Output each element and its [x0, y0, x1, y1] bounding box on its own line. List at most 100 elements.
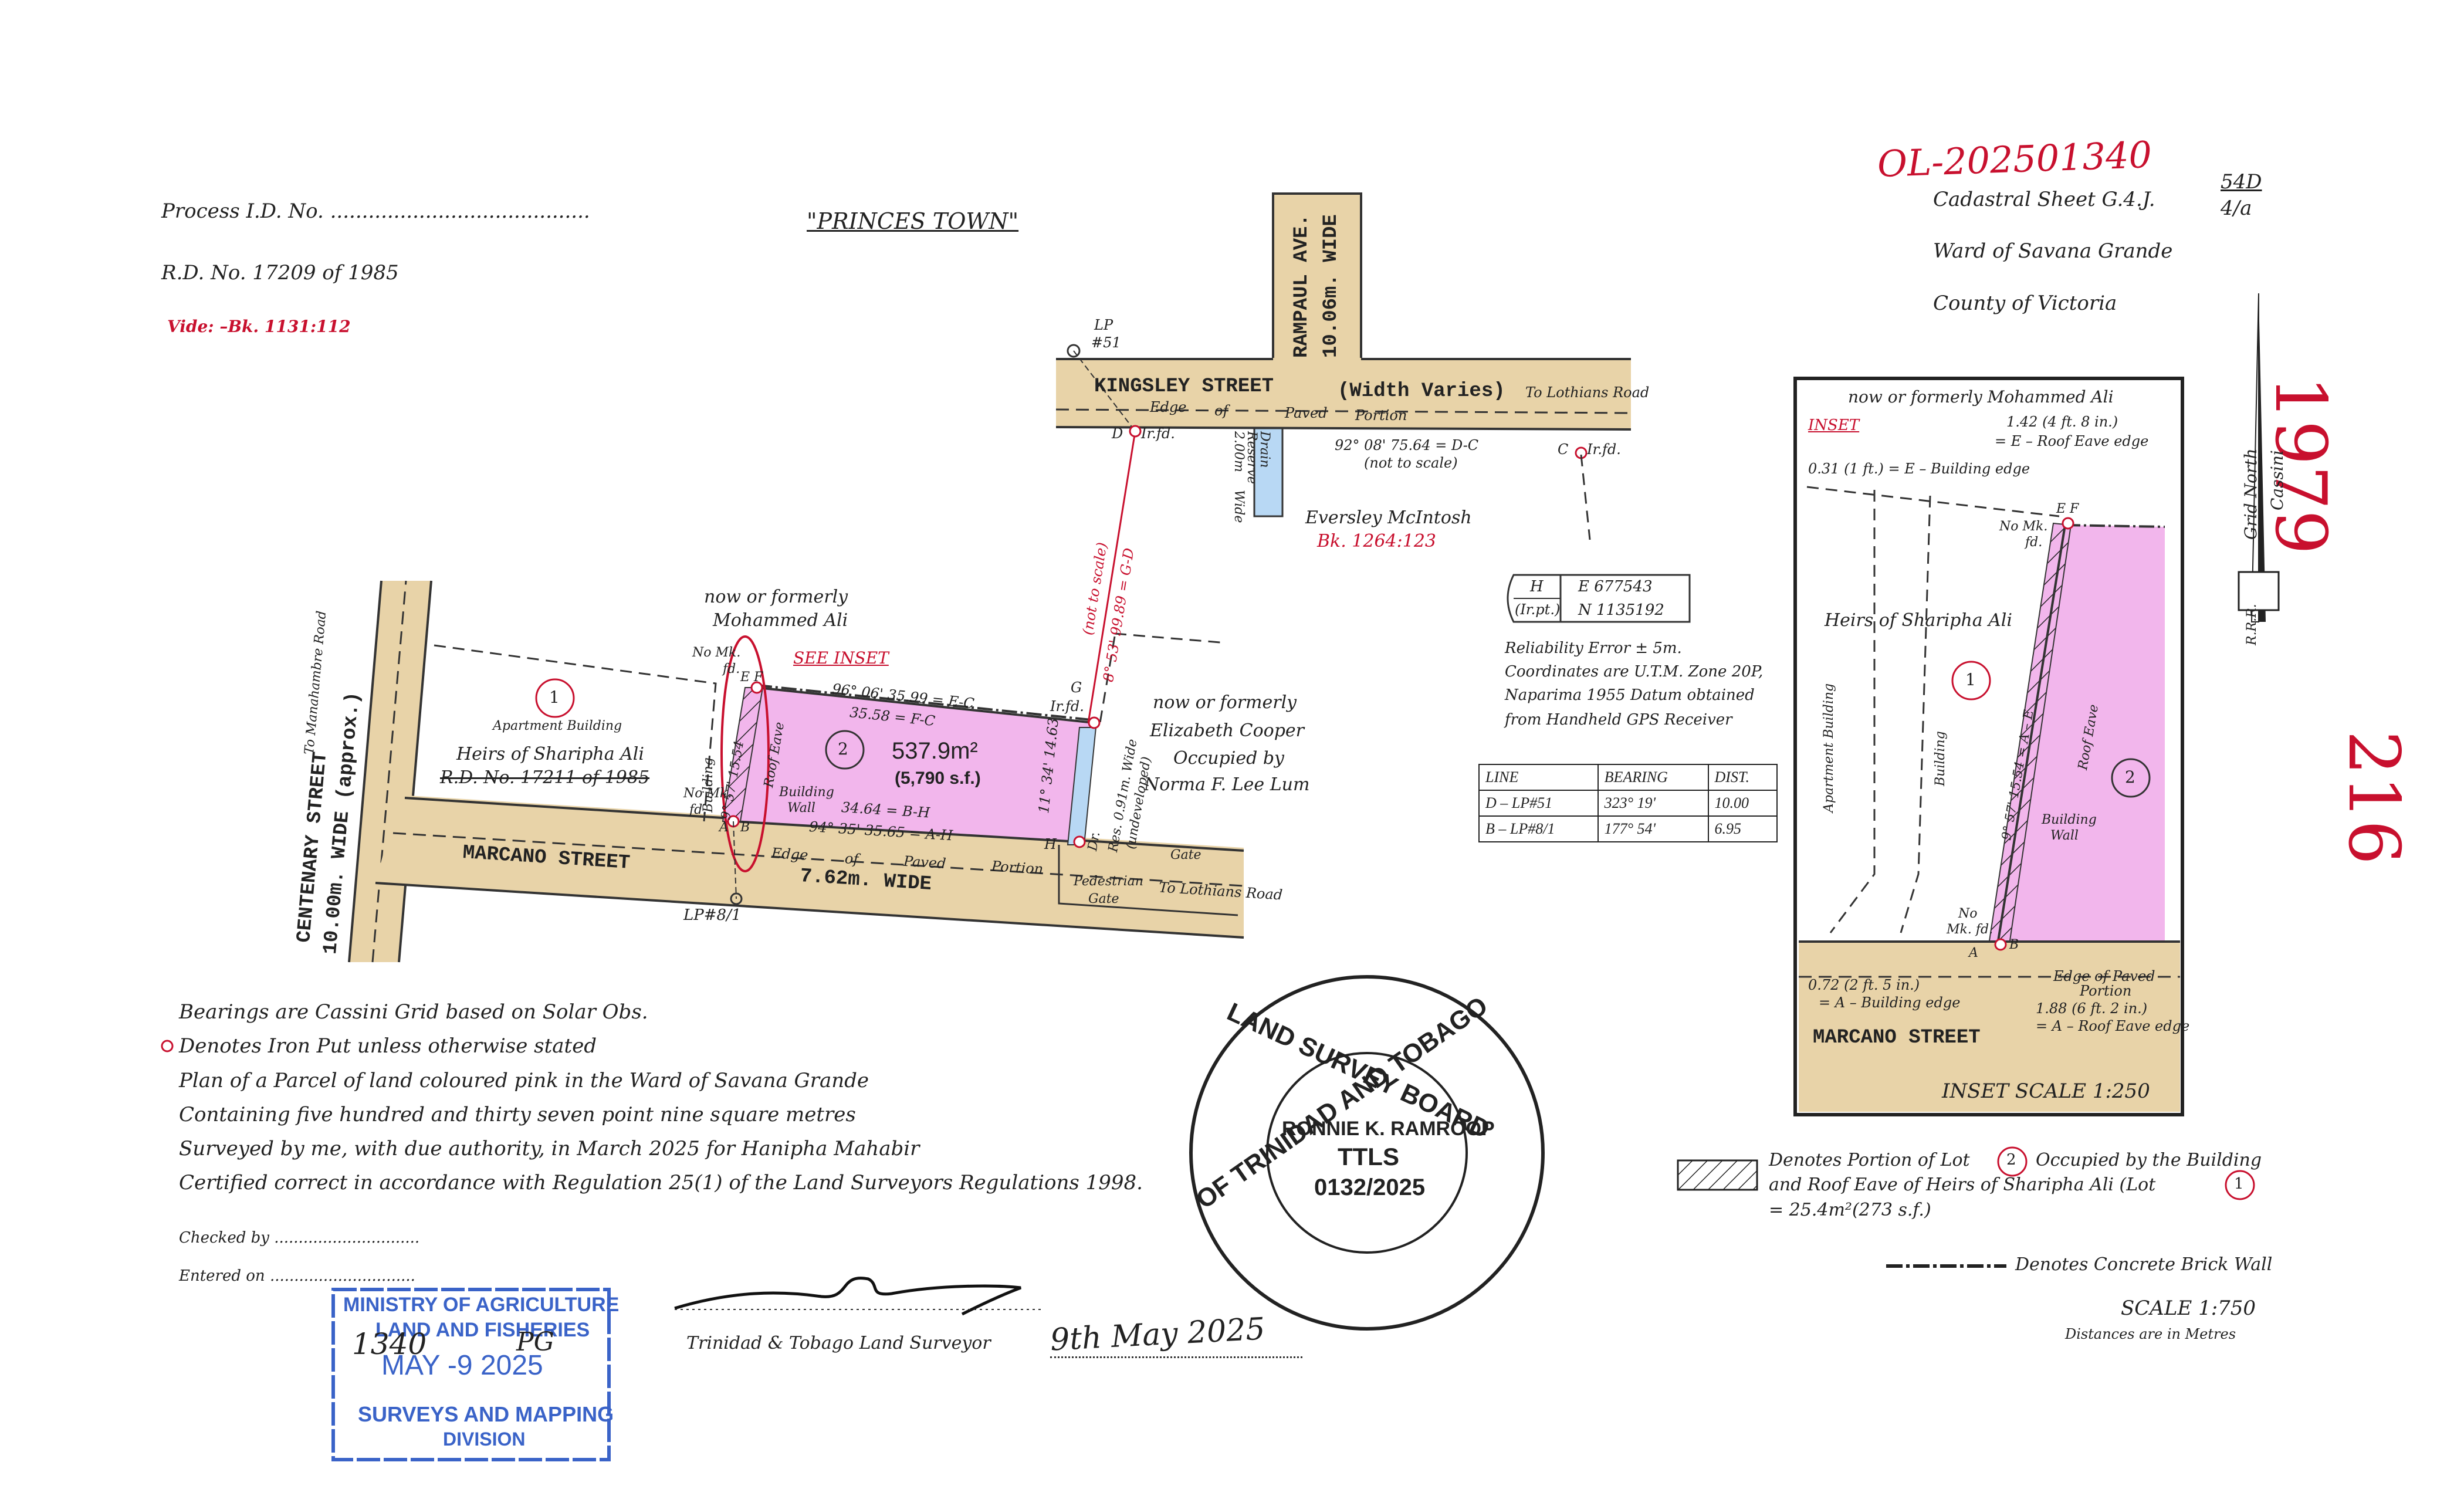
lp51-number: #51	[1091, 334, 1121, 351]
marcano-edge-1: Edge	[771, 845, 809, 864]
note-iron-put: Denotes Iron Put unless otherwise stated	[179, 1034, 597, 1058]
bearing-table-header: DIST.	[1707, 764, 1778, 791]
lot1-number: 1	[549, 688, 560, 707]
dc-bearing: 92° 08' 75.64 = D-C	[1335, 437, 1479, 453]
main-scale: SCALE 1:750	[2121, 1297, 2256, 1320]
inset-street: MARCANO STREET	[1813, 1027, 1981, 1049]
inset-point-b: B	[2009, 937, 2019, 952]
inset-nomk-a-1: No	[1958, 906, 1978, 921]
point-h: H	[1044, 836, 1057, 852]
rrr-label: R.R.R.	[2245, 604, 2259, 645]
line-g-d	[1087, 431, 1136, 723]
inset-scale: INSET SCALE 1:250	[1942, 1079, 2150, 1103]
vide-reference: Vide: –Bk. 1131:112	[167, 317, 351, 336]
seal-name: RONNIE K. RAMROOP	[1282, 1118, 1495, 1140]
marcano-edge-2: of	[844, 850, 859, 868]
coordinate-box	[1507, 574, 1691, 623]
kingsley-edge-4: Portion	[1355, 407, 1407, 424]
cadastral-sheet: Cadastral Sheet G.4.J.	[1933, 188, 2155, 211]
inset-edge-paved-1: Edge of Paved	[2053, 968, 2155, 984]
coord-easting: E 677543	[1578, 578, 1653, 595]
inset-e-roof: 1.42 (4 ft. 8 in.)	[2006, 414, 2118, 430]
table-cell: D – LP#51	[1478, 790, 1599, 817]
note-surveyed: Surveyed by me, with due authority, in M…	[179, 1137, 920, 1160]
dc-note: (not to scale)	[1364, 455, 1458, 471]
table-cell: B – LP#8/1	[1478, 815, 1599, 842]
building-wall-1: Building	[779, 785, 834, 800]
stamp-line1: MINISTRY OF AGRICULTURE	[343, 1294, 620, 1316]
stamp-line5: DIVISION	[443, 1429, 526, 1450]
inset-edge-paved-2: Portion	[2080, 983, 2132, 999]
point-b: B	[740, 820, 750, 835]
stamp-date: MAY -9 2025	[381, 1350, 543, 1381]
point-g: G	[1071, 679, 1082, 696]
inset-a-roof: 1.88 (6 ft. 2 in.)	[2036, 1000, 2148, 1017]
lot1-rd: R.D. No. 17211 of 1985	[440, 767, 650, 788]
inset-ef: E F	[2056, 502, 2079, 516]
surveyor-seal	[1189, 975, 1545, 1331]
note-certified: Certified correct in accordance with Reg…	[179, 1171, 1143, 1194]
inset-apartment: Apartment Building	[1822, 683, 1836, 813]
ward-name: Ward of Savana Grande	[1933, 239, 2173, 263]
east-owner-1: now or formerly	[1153, 692, 1297, 713]
rampaul-width: 10.06m. WIDE	[1320, 214, 1342, 358]
lot2-number: 2	[838, 739, 848, 759]
lp51-label: LP	[1094, 317, 1113, 333]
lp51-marker	[1067, 344, 1081, 358]
east-owner-3: Occupied by	[1173, 748, 1284, 769]
date-underline	[1050, 1356, 1302, 1358]
coord-note-3: Naparima 1955 Datum obtained	[1505, 686, 1755, 704]
east-owner-4: Norma F. Lee Lum	[1144, 774, 1310, 795]
lot1-building: Apartment Building	[493, 719, 622, 733]
coord-northing: N 1135192	[1578, 601, 1664, 619]
inset-lot1-number: 1	[1965, 670, 1976, 689]
point-d-note: Ir.fd.	[1141, 425, 1175, 442]
drain-label-2: Reserve	[1244, 431, 1259, 484]
table-cell: 177° 54'	[1597, 815, 1709, 842]
process-id: Process I.D. No. .......................…	[161, 199, 590, 223]
drain-label-4: Wide	[1231, 490, 1246, 523]
point-d: D	[1112, 425, 1123, 442]
point-c-note: Ir.fd.	[1587, 441, 1621, 458]
coord-note-2: Coordinates are U.T.M. Zone 20P,	[1505, 663, 1764, 681]
hatch-legend-swatch	[1677, 1159, 1758, 1191]
nomk-fd-2: fd.	[723, 662, 740, 676]
drain-label-1: Drain	[1257, 431, 1272, 468]
hatch-legend-lot2: 2	[2006, 1151, 2016, 1169]
kingsley-street-road	[1056, 358, 1631, 428]
table-cell: 10.00	[1707, 790, 1778, 817]
point-c: C	[1558, 441, 1569, 458]
point-g-note: Ir.fd.	[1050, 698, 1084, 715]
stamp-line4: SURVEYS AND MAPPING	[358, 1402, 614, 1426]
table-row: D – LP#51 323° 19' 10.00	[1478, 790, 1778, 817]
inset-building-wall-1: Building	[2042, 813, 2097, 827]
hatch-legend-1: Denotes Portion of Lot	[1769, 1150, 1970, 1170]
see-inset-label: SEE INSET	[793, 648, 889, 668]
seal-number: 0132/2025	[1314, 1175, 1426, 1200]
nomk-fd-1: No Mk.	[692, 645, 741, 660]
inset-owner: now or formerly Mohammed Ali	[1848, 387, 2114, 407]
sheet-reference: 54D	[2221, 170, 2262, 194]
inset-lot2-number: 2	[2125, 767, 2135, 787]
kingsley-edge-3: Paved	[1285, 405, 1328, 421]
surveyor-signature	[674, 1277, 1021, 1316]
see-inset-marker	[720, 635, 770, 872]
rd-number: R.D. No. 17209 of 1985	[161, 261, 399, 285]
ministry-stamp	[331, 1288, 611, 1461]
marcano-street-road	[375, 795, 1244, 939]
lot1-owner: Heirs of Sharipha Ali	[456, 744, 644, 764]
stamp-handwritten-number: 1340	[352, 1327, 427, 1361]
coord-note-1: Reliability Error ± 5m.	[1505, 639, 1682, 657]
pedestrian-gate-2: Gate	[1088, 892, 1119, 906]
kingsley-direction: To Lothians Road	[1525, 384, 1650, 401]
entered-on: Entered on .............................…	[179, 1267, 415, 1285]
marcano-edge-3: Paved	[903, 852, 947, 872]
inset-nomk-2: fd.	[2025, 535, 2043, 550]
coord-point-note: (Ir.pt.)	[1515, 601, 1561, 618]
rampaul-label: RAMPAUL AVE.	[1291, 214, 1313, 358]
inset-point-a: A	[1969, 946, 1978, 960]
note-plan: Plan of a Parcel of land coloured pink i…	[179, 1069, 869, 1092]
eversley-book: Bk. 1264:123	[1317, 531, 1437, 551]
wall-legend: Denotes Concrete Brick Wall	[2015, 1254, 2273, 1275]
